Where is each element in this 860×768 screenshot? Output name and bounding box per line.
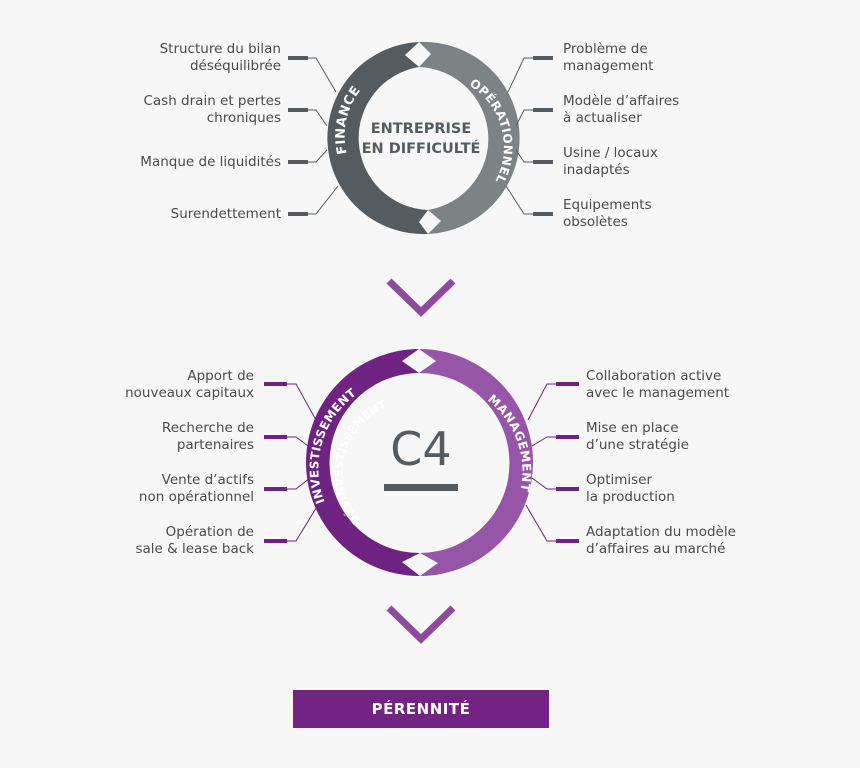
management-arc <box>419 348 534 576</box>
top-right-item-1: Problème de management <box>563 41 654 74</box>
top-right-item-2: Modèle d’affaires à actualiser <box>563 93 680 126</box>
bottom-left-item-3: Vente d’actifs non opérationnel <box>138 472 254 505</box>
perennite-label: PÉRENNITÉ <box>371 700 471 718</box>
bottom-connectors <box>287 383 556 542</box>
top-markers <box>288 56 553 216</box>
c4-logo-underline <box>384 484 458 491</box>
operationnel-arc <box>419 41 520 234</box>
top-left-item-3: Manque de liquidités <box>140 154 281 170</box>
bottom-right-item-2: Mise en place d’une stratégie <box>586 420 689 453</box>
bottom-left-item-4: Opération de sale & lease back <box>135 524 254 557</box>
c4-logo-text: C4 <box>390 422 451 476</box>
top-cycle: FINANCE OPÉRATIONNEL ENTREPRISE EN DIFFI… <box>288 41 553 235</box>
top-right-item-3: Usine / locaux inadaptés <box>563 145 658 178</box>
top-center-title-line1: ENTREPRISE <box>371 121 472 137</box>
bottom-cycle: INVESTISSEMENT DÉSINVESTISSEMENT MANAGEM… <box>264 348 579 577</box>
chevron-down-icon <box>386 278 456 317</box>
bottom-right-item-4: Adaptation du modèle d’affaires au march… <box>586 524 736 557</box>
bottom-left-item-2: Recherche de partenaires <box>161 420 254 453</box>
top-left-item-2: Cash drain et pertes chroniques <box>143 93 281 126</box>
perennite-box: PÉRENNITÉ <box>293 690 549 728</box>
bottom-markers <box>264 382 579 543</box>
top-left-item-4: Surendettement <box>170 206 281 222</box>
investissement-arc <box>305 349 420 577</box>
top-right-item-4: Equipements obsolètes <box>563 197 652 230</box>
top-center-title-line2: EN DIFFICULTÉ <box>362 140 481 157</box>
chevron-down-icon <box>386 605 456 644</box>
bottom-right-item-3: Optimiser la production <box>586 472 675 505</box>
top-connectors <box>308 57 533 215</box>
bottom-right-item-1: Collaboration active avec le management <box>586 368 730 401</box>
bottom-left-item-1: Apport de nouveaux capitaux <box>125 368 254 401</box>
top-left-item-1: Structure du bilan déséquilibrée <box>159 41 281 74</box>
finance-arc <box>327 42 428 235</box>
